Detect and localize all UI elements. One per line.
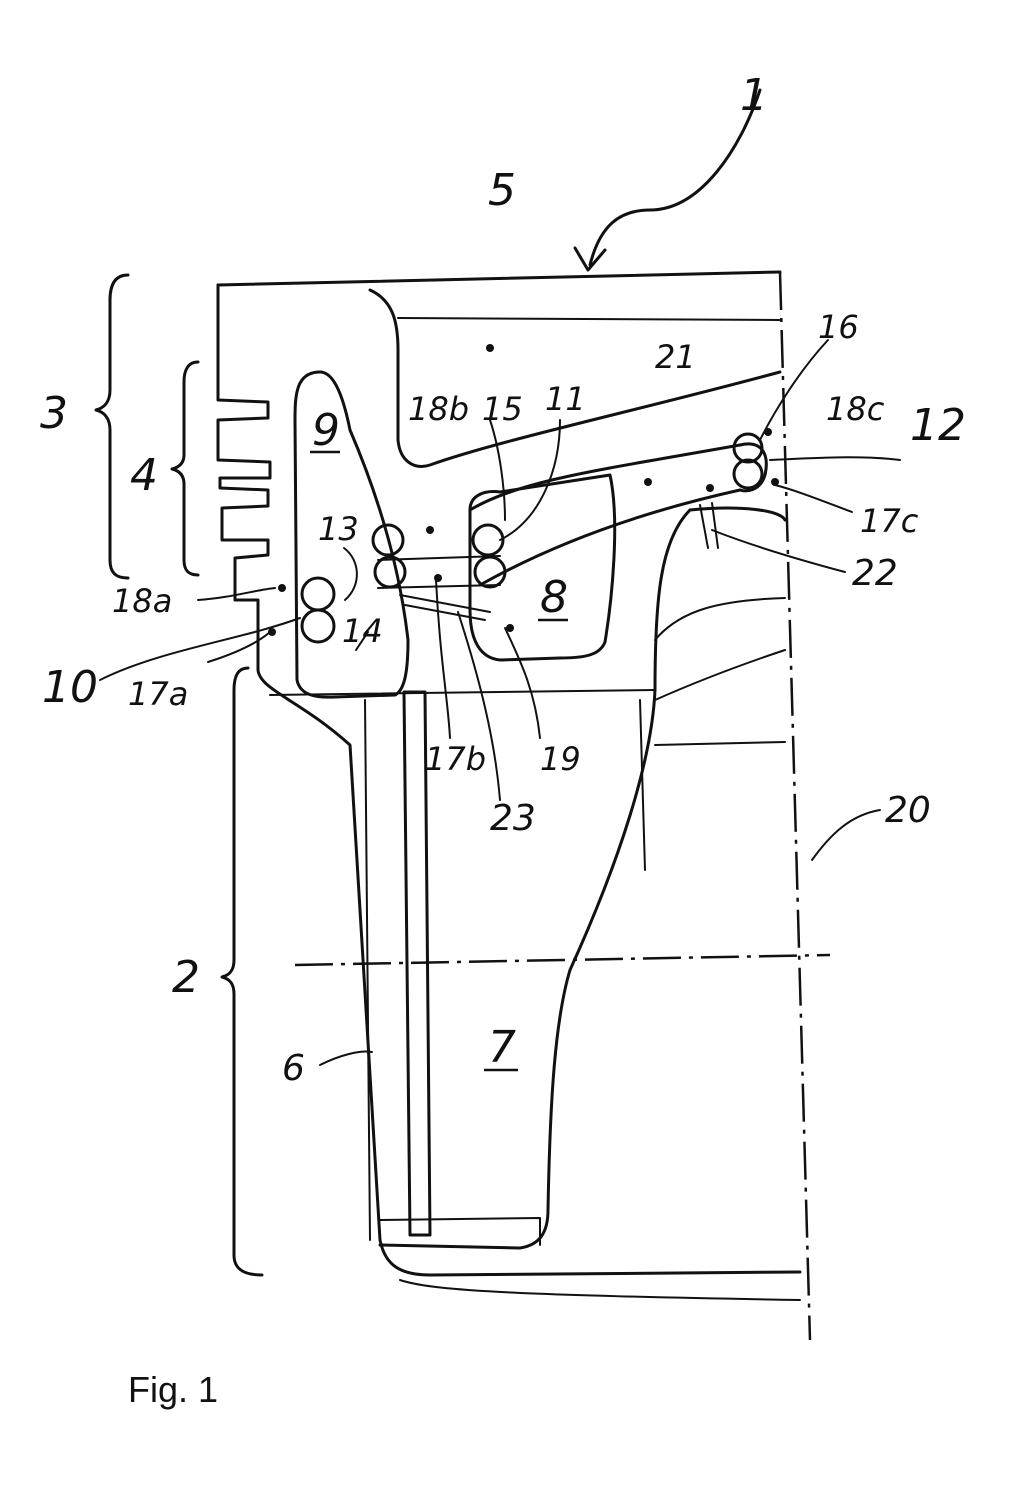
bracket-3 [96, 275, 128, 578]
label-13: 13 [318, 510, 359, 548]
label-17a: 17a [128, 675, 188, 713]
skirt-outer [365, 700, 370, 1240]
connecting-channel-lower [480, 490, 740, 585]
cooling-channel-8 [470, 475, 615, 660]
inner-wall [640, 700, 645, 870]
label-20: 20 [885, 790, 931, 831]
label-2: 2 [172, 952, 200, 1003]
seal-15-b [475, 557, 505, 587]
marker-dots [268, 344, 779, 636]
label-8: 8 [540, 572, 568, 623]
label-18c: 18c [826, 390, 885, 428]
arrow-label-1 [575, 90, 760, 270]
bottom-rim [400, 1280, 800, 1300]
seal-16-b [734, 460, 762, 488]
figure-caption: Fig. 1 [128, 1369, 218, 1410]
crown-inner-line [398, 318, 780, 320]
tube-23 [400, 595, 490, 620]
label-17c: 17c [860, 502, 919, 540]
label-23: 23 [490, 798, 536, 839]
label-12: 12 [910, 400, 966, 451]
skirt-bottom [380, 1218, 540, 1245]
seal-13 [302, 578, 334, 610]
right-rib [380, 508, 785, 1248]
label-9: 9 [312, 405, 340, 456]
label-10: 10 [42, 662, 98, 713]
label-3: 3 [40, 388, 68, 439]
label-22: 22 [852, 553, 898, 594]
label-16: 16 [818, 308, 859, 346]
label-4: 4 [130, 450, 158, 501]
seal-18b-b [375, 557, 405, 587]
seal-15-a [473, 525, 503, 555]
label-7: 7 [488, 1022, 516, 1073]
seal-16-a [734, 434, 762, 462]
floor-line [270, 690, 655, 695]
label-1: 1 [740, 70, 768, 121]
top-edge [218, 272, 780, 285]
label-18a: 18a [112, 582, 172, 620]
label-19: 19 [540, 740, 581, 778]
label-11: 11 [545, 380, 586, 418]
label-21: 21 [655, 338, 696, 376]
label-18b: 18b [408, 390, 469, 428]
skirt-inner-right [655, 598, 785, 745]
label-6: 6 [282, 1048, 305, 1089]
bracket-4 [172, 362, 198, 575]
bracket-2 [222, 668, 262, 1275]
outer-wall [218, 285, 800, 1275]
label-5: 5 [488, 165, 516, 216]
center-axis [780, 272, 810, 1340]
seal-14 [302, 610, 334, 642]
label-14: 14 [342, 612, 383, 650]
label-17b: 17b [425, 740, 486, 778]
label-15: 15 [482, 390, 523, 428]
horizontal-axis [295, 955, 830, 965]
crown-contour [370, 290, 780, 466]
